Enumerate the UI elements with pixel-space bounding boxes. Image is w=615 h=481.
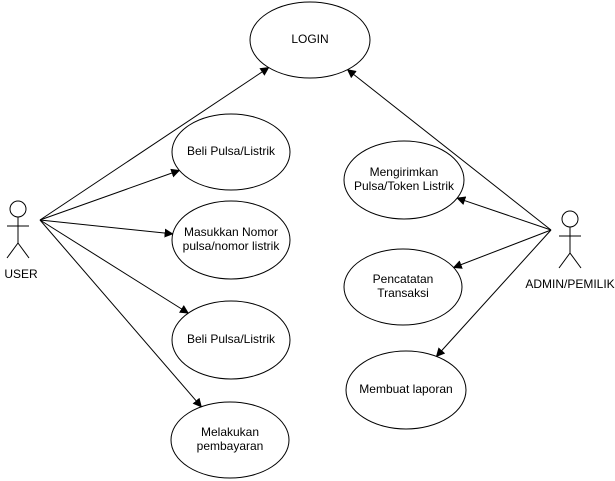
association-user-beli-pulsa-1 [39, 168, 181, 221]
association-admin-mengirimkan-pulsa [456, 196, 552, 231]
stick-figure-icon [6, 200, 30, 259]
use-case-label: pembayaran [197, 439, 264, 453]
use-case-ellipse [249, 1, 371, 79]
association-user-melakukan-pembayaran [39, 219, 202, 408]
use-case-login[interactable]: LOGIN [249, 1, 371, 79]
use-case-beli-pulsa-2[interactable]: Beli Pulsa/Listrik [171, 300, 291, 380]
use-case-ellipse [343, 248, 463, 326]
use-case-label: Beli Pulsa/Listrik [187, 144, 276, 158]
use-case-beli-pulsa-1[interactable]: Beli Pulsa/Listrik [171, 113, 291, 191]
use-case-label: Beli Pulsa/Listrik [187, 332, 276, 346]
actor-user[interactable]: USER [4, 200, 38, 281]
association-user-masukkan-nomor [39, 219, 174, 238]
association-user-login [39, 67, 270, 221]
associations [39, 67, 552, 408]
use-case-label: Pencatatan [373, 272, 434, 286]
use-case-ellipse [343, 140, 465, 220]
association-admin-pencatatan-transaksi [452, 229, 552, 269]
use-case-label: Pulsa/Token Listrik [354, 179, 455, 193]
use-case-ellipse [171, 200, 291, 280]
use-case-label: Membuat laporan [359, 382, 452, 396]
use-case-ellipse [345, 350, 467, 430]
association-admin-membuat-laporan [435, 229, 552, 358]
use-case-label: Melakukan [201, 425, 259, 439]
use-case-label: pulsa/nomor listrik [183, 239, 281, 253]
use-case-membuat-laporan[interactable]: Membuat laporan [345, 350, 467, 430]
use-case-ellipse [170, 401, 290, 479]
use-case-label: Transaksi [377, 286, 429, 300]
actors: USER ADMIN/PEMILIK [4, 200, 615, 291]
use-case-label: Masukkan Nomor [184, 225, 278, 239]
association-user-beli-pulsa-2 [39, 219, 189, 314]
use-case-ellipse [171, 300, 291, 380]
use-case-label: Mengirimkan [370, 165, 439, 179]
stick-figure-icon [558, 210, 582, 269]
actor-label: USER [4, 267, 38, 281]
use-case-ellipse [171, 113, 291, 191]
association-admin-login [346, 69, 552, 231]
actor-label: ADMIN/PEMILIK [525, 277, 614, 291]
actor-admin[interactable]: ADMIN/PEMILIK [525, 210, 615, 291]
use-case-label: LOGIN [291, 32, 328, 46]
